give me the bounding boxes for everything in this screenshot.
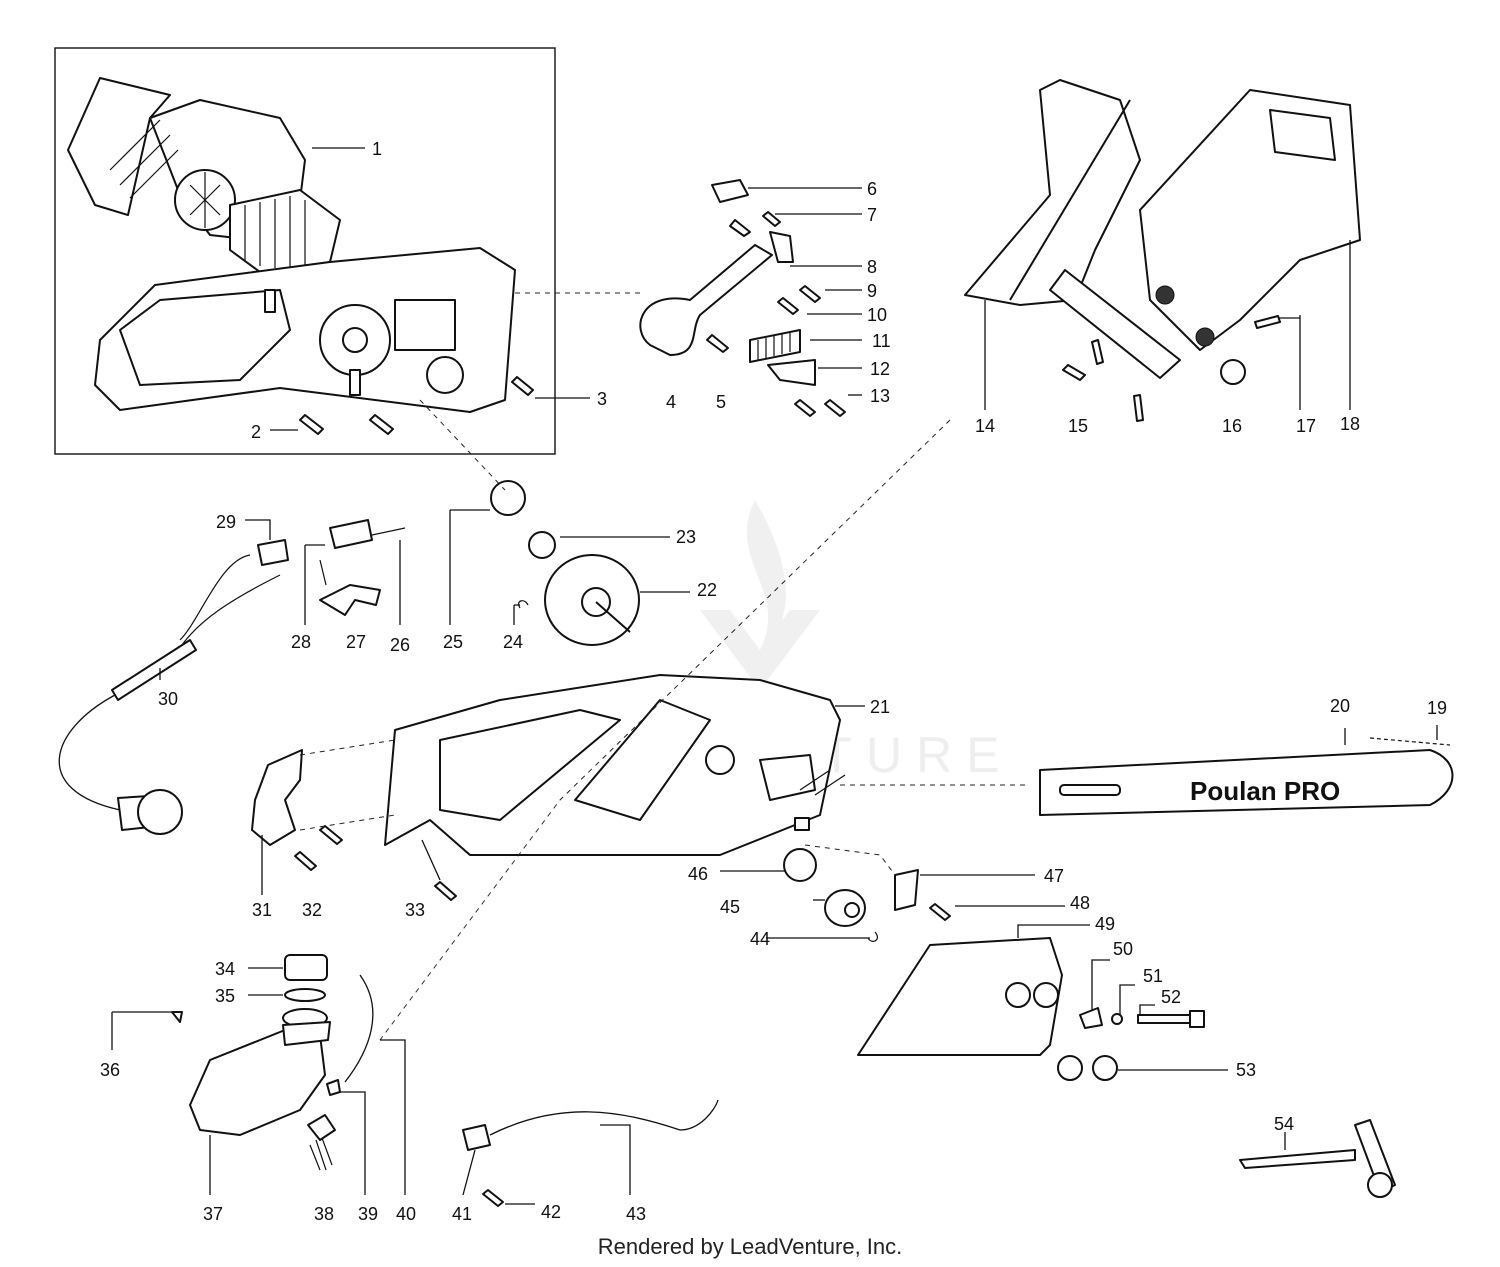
- callout-24: 24: [503, 632, 523, 652]
- parts-22-28-drive: [319, 480, 640, 646]
- callout-32: 32: [302, 900, 322, 920]
- callout-14: 14: [975, 416, 995, 436]
- parts-4-13-switch-linkage: [639, 179, 846, 417]
- callout-2: 2: [251, 422, 261, 442]
- footer-credit: Rendered by LeadVenture, Inc.: [597, 1234, 903, 1259]
- callout-40: 40: [396, 1204, 416, 1224]
- callout-34: 34: [215, 959, 235, 979]
- callout-31: 31: [252, 900, 272, 920]
- callout-42: 42: [541, 1202, 561, 1222]
- parts-31-33-rear-cover: [251, 749, 457, 901]
- callout-41: 41: [452, 1204, 472, 1224]
- part-54-scrench: [1239, 1119, 1396, 1198]
- callout-51: 51: [1143, 966, 1163, 986]
- parts-14-18-handle-guard: [964, 79, 1361, 422]
- callout-13: 13: [870, 386, 890, 406]
- callout-25: 25: [443, 632, 463, 652]
- callout-11: 11: [872, 331, 891, 351]
- callout-43: 43: [626, 1204, 646, 1224]
- parts-49-53-chain-cover: [857, 937, 1205, 1081]
- callout-28: 28: [291, 632, 311, 652]
- callout-5: 5: [716, 392, 726, 412]
- callout-10: 10: [867, 305, 887, 325]
- callout-6: 6: [867, 179, 877, 199]
- callout-labels: 1 2 3 4 5 6 7 8 9 10 11 12 13 14 15 16 1…: [100, 139, 1447, 1224]
- callout-18: 18: [1340, 414, 1360, 434]
- callout-9: 9: [867, 281, 877, 301]
- callout-15: 15: [1068, 416, 1088, 436]
- callout-12: 12: [870, 359, 890, 379]
- callout-22: 22: [697, 580, 717, 600]
- callout-21: 21: [870, 697, 890, 717]
- callout-47: 47: [1044, 866, 1064, 886]
- brand-logo: Poulan PRO: [1190, 776, 1340, 806]
- parts-29-30-power-cord: [58, 539, 289, 835]
- callout-26: 26: [390, 635, 410, 655]
- callout-45: 45: [720, 897, 740, 917]
- parts-34-43-oil-tank: [171, 954, 719, 1207]
- callout-36: 36: [100, 1060, 120, 1080]
- callout-20: 20: [1330, 696, 1350, 716]
- part-21-main-housing: [384, 674, 846, 856]
- callout-48: 48: [1070, 893, 1090, 913]
- callout-30: 30: [158, 689, 178, 709]
- callout-37: 37: [203, 1204, 223, 1224]
- callout-52: 52: [1161, 987, 1181, 1007]
- part-3-left-housing: [94, 247, 516, 413]
- callout-44: 44: [750, 929, 770, 949]
- callout-38: 38: [314, 1204, 334, 1224]
- leader-lines: [111, 147, 1438, 1205]
- callout-27: 27: [346, 632, 366, 652]
- callout-23: 23: [676, 527, 696, 547]
- parts-44-48-oiler: [783, 848, 951, 942]
- parts-19-20-bar-chain: Poulan PRO: [1039, 737, 1454, 816]
- callout-4: 4: [666, 392, 676, 412]
- callout-8: 8: [867, 257, 877, 277]
- callout-33: 33: [405, 900, 425, 920]
- callout-35: 35: [215, 986, 235, 1006]
- callout-17: 17: [1296, 416, 1316, 436]
- callout-53: 53: [1236, 1060, 1256, 1080]
- callout-49: 49: [1095, 914, 1115, 934]
- callout-29: 29: [216, 512, 236, 532]
- motor-subassembly-frame: [54, 47, 556, 455]
- callout-16: 16: [1222, 416, 1242, 436]
- part-2-screws: [299, 376, 534, 435]
- callout-46: 46: [688, 864, 708, 884]
- guide-lines: [299, 292, 1030, 1041]
- callout-50: 50: [1113, 939, 1133, 959]
- callout-54: 54: [1274, 1114, 1294, 1134]
- callout-39: 39: [358, 1204, 378, 1224]
- part-1-motor: [67, 77, 341, 273]
- callout-1: 1: [372, 139, 382, 159]
- callout-19: 19: [1427, 698, 1447, 718]
- callout-7: 7: [867, 205, 877, 225]
- callout-3: 3: [597, 389, 607, 409]
